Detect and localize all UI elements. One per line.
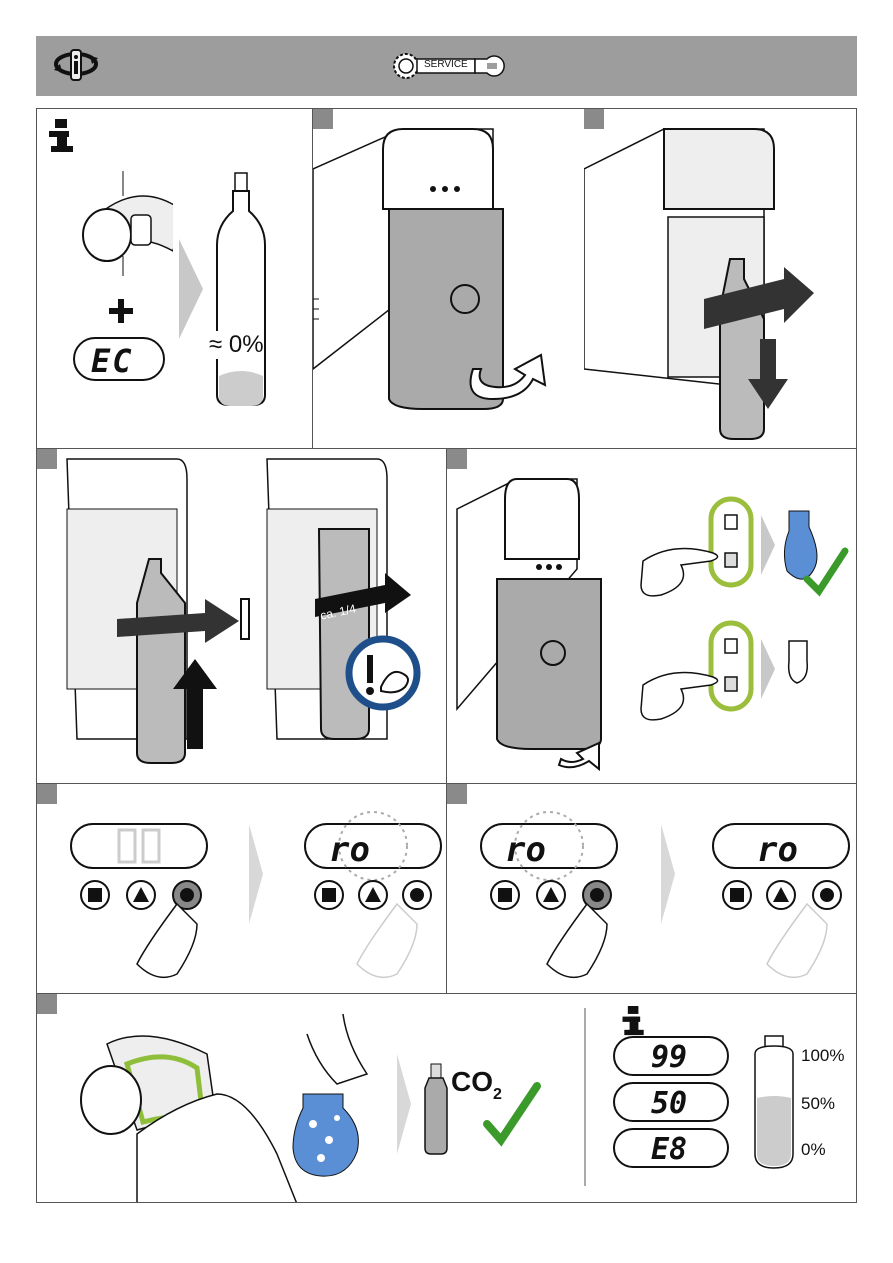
panel-step-1	[312, 108, 585, 449]
co2-subscript: 2	[493, 1086, 502, 1104]
chevron-right-icon	[179, 239, 203, 339]
panel-info-low: EC ≈ 0%	[36, 108, 313, 449]
display-text-left: ro	[505, 830, 546, 870]
info-icon	[619, 1006, 649, 1036]
level-display-code: 99	[651, 1040, 687, 1075]
result-illustration	[37, 994, 597, 1203]
insert-cylinder-illustration	[37, 449, 447, 784]
level-display-code: 50	[651, 1086, 687, 1121]
info-rotate-icon	[50, 44, 102, 88]
display-flashing: EC	[73, 337, 165, 381]
panel-step-7: CO 2 99 50 E8 100% 50% 0%	[36, 993, 857, 1203]
header-band: SERVICE	[36, 36, 857, 96]
level-display-3: E8	[613, 1128, 729, 1168]
display-text: ro	[329, 830, 370, 870]
display-text-right: ro	[757, 830, 798, 870]
plus-icon	[107, 297, 135, 325]
panel-step-4	[446, 448, 857, 784]
display-code: EC	[91, 342, 134, 380]
service-label: SERVICE	[424, 59, 468, 70]
panel-step-5: ro	[36, 783, 447, 994]
bottle-level-label: ≈ 0%	[209, 331, 264, 359]
level-display-code: E8	[651, 1132, 687, 1167]
open-cover-illustration	[313, 109, 585, 449]
panel-step-3: ca. 1/4	[36, 448, 447, 784]
co2-label: CO	[451, 1066, 493, 1098]
cylinder-level-illustration	[749, 1034, 799, 1174]
remove-cylinder-illustration	[584, 109, 857, 449]
info-icon	[47, 119, 77, 153]
level-label: 0%	[801, 1140, 826, 1160]
close-cover-test-illustration	[447, 449, 857, 784]
level-label: 50%	[801, 1094, 835, 1114]
empty-bottle-illustration	[215, 171, 267, 411]
press-button-illustration	[37, 784, 447, 994]
level-display-2: 50	[613, 1082, 729, 1122]
confirm-button-illustration	[447, 784, 857, 994]
service-gear-wrench-icon: SERVICE	[391, 51, 506, 81]
panel-step-6: ro ro	[446, 783, 857, 994]
level-display-1: 99	[613, 1036, 729, 1076]
level-label: 100%	[801, 1046, 844, 1066]
panel-step-2	[584, 108, 857, 449]
co2-valve-illustration	[73, 171, 173, 281]
